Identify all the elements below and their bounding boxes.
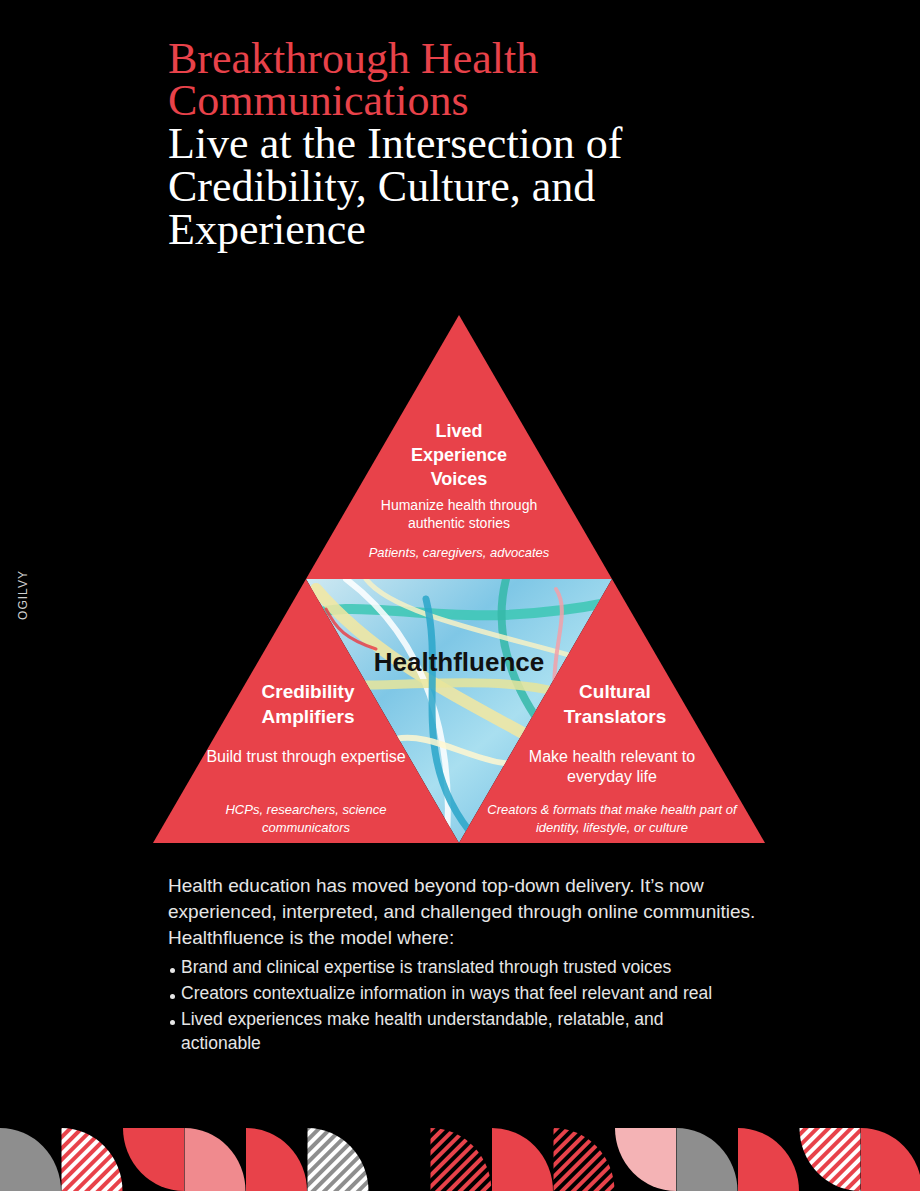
bullet-item: Lived experiences make health understand… [181, 1007, 741, 1055]
node-examples: HCPs, researchers, science communicators [186, 801, 426, 837]
band-shape [738, 1128, 799, 1191]
body-paragraph: Health education has moved beyond top-do… [168, 873, 768, 951]
node-heading: Healthfluence [352, 647, 566, 677]
decorative-band [0, 1128, 920, 1191]
band-shape [308, 1128, 369, 1191]
heading: Breakthrough Health Communications [168, 38, 638, 122]
bullet-item: Creators contextualize information in wa… [181, 981, 741, 1005]
band-shape [800, 1128, 861, 1191]
band-shape [554, 1128, 615, 1191]
brand-mark: OGILVY [16, 560, 30, 630]
node-examples: Patients, caregivers, advocates [329, 544, 589, 561]
bullet-dot [170, 1020, 175, 1025]
bullet-dot [170, 994, 175, 999]
subheading: Live at the Intersection of Credibility,… [168, 122, 668, 251]
band-shape [492, 1128, 553, 1191]
band-shape [677, 1128, 738, 1191]
node-description: Build trust through expertise [206, 747, 406, 767]
credibility-triangle: Credibility AmplifiersBuild trust throug… [153, 579, 459, 843]
band-shape [62, 1128, 123, 1191]
band-shape [246, 1128, 307, 1191]
node-description: Humanize health through authentic storie… [359, 496, 559, 532]
node-heading: Credibility Amplifiers [246, 679, 370, 729]
bullet-item: Brand and clinical expertise is translat… [181, 955, 741, 979]
band-shape [185, 1128, 246, 1191]
node-heading: Cultural Translators [553, 679, 677, 729]
band-shape [431, 1128, 492, 1191]
cultural-triangle: Cultural TranslatorsMake health relevant… [459, 579, 765, 843]
lived-experience-triangle: Lived Experience VoicesHumanize health t… [306, 315, 612, 579]
band-shape [615, 1128, 676, 1191]
node-description: Make health relevant to everyday life [512, 747, 712, 787]
band-shape [123, 1128, 184, 1191]
band-shape [861, 1128, 920, 1191]
node-examples: Creators & formats that make health part… [481, 801, 743, 837]
node-heading: Lived Experience Voices [396, 419, 522, 491]
band-shape [0, 1128, 61, 1191]
bullet-dot [170, 968, 175, 973]
